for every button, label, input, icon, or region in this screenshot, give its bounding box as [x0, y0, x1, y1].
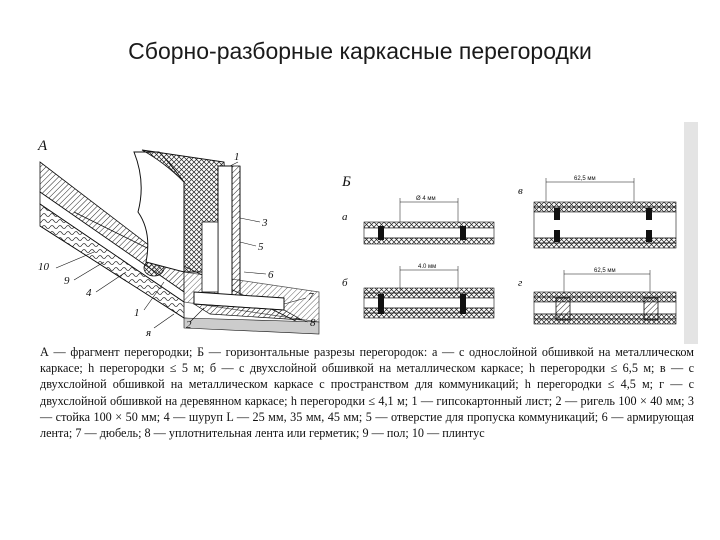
- section-g-label: г: [518, 277, 523, 289]
- figure-caption: А — фрагмент перегородки; Б — горизонтал…: [40, 345, 694, 441]
- section-a-dim: Ø 4 мм: [416, 196, 436, 202]
- slide-title: Сборно-разборные каркасные перегородки: [128, 38, 592, 64]
- section-b-dim: 4.0 мм: [418, 264, 436, 270]
- callout-2: 2: [186, 319, 192, 331]
- section-a: а Ø 4 мм: [342, 196, 495, 245]
- callout-6: 6: [268, 269, 274, 281]
- callout-1: 1: [134, 307, 140, 319]
- callout-8: 8: [310, 317, 316, 329]
- callout-1-top: 1: [234, 151, 240, 163]
- section-g: г 62,5 мм: [518, 268, 677, 325]
- callout-10: 10: [38, 261, 50, 273]
- scan-edge: [684, 122, 698, 344]
- callout-4: 4: [86, 287, 92, 299]
- callout-3: 3: [261, 217, 268, 229]
- section-b: б 4.0 мм: [342, 264, 495, 319]
- part-a-fragment: А 1 3 5 6 7 8 10 9 4 1 2 я: [37, 138, 320, 339]
- part-b-sections: Б а Ø 4 мм б 4.0 мм: [341, 174, 677, 325]
- callout-9: 9: [64, 275, 70, 287]
- drawing: А 1 3 5 6 7 8 10 9 4 1 2 я Б а Ø 4 мм: [37, 122, 698, 344]
- part-a-label: А: [37, 138, 48, 154]
- section-v-label: в: [518, 185, 523, 197]
- section-b-label: б: [342, 277, 348, 289]
- callout-ya: я: [145, 327, 151, 339]
- technical-figure: А 1 3 5 6 7 8 10 9 4 1 2 я Б а Ø 4 мм: [34, 122, 698, 504]
- section-v: в 62,5 мм: [518, 176, 677, 249]
- part-b-label: Б: [341, 174, 351, 190]
- callout-5: 5: [258, 241, 264, 253]
- section-v-dim: 62,5 мм: [574, 176, 596, 182]
- callout-7: 7: [308, 291, 314, 303]
- section-g-dim: 62,5 мм: [594, 268, 616, 274]
- section-a-label: а: [342, 211, 348, 223]
